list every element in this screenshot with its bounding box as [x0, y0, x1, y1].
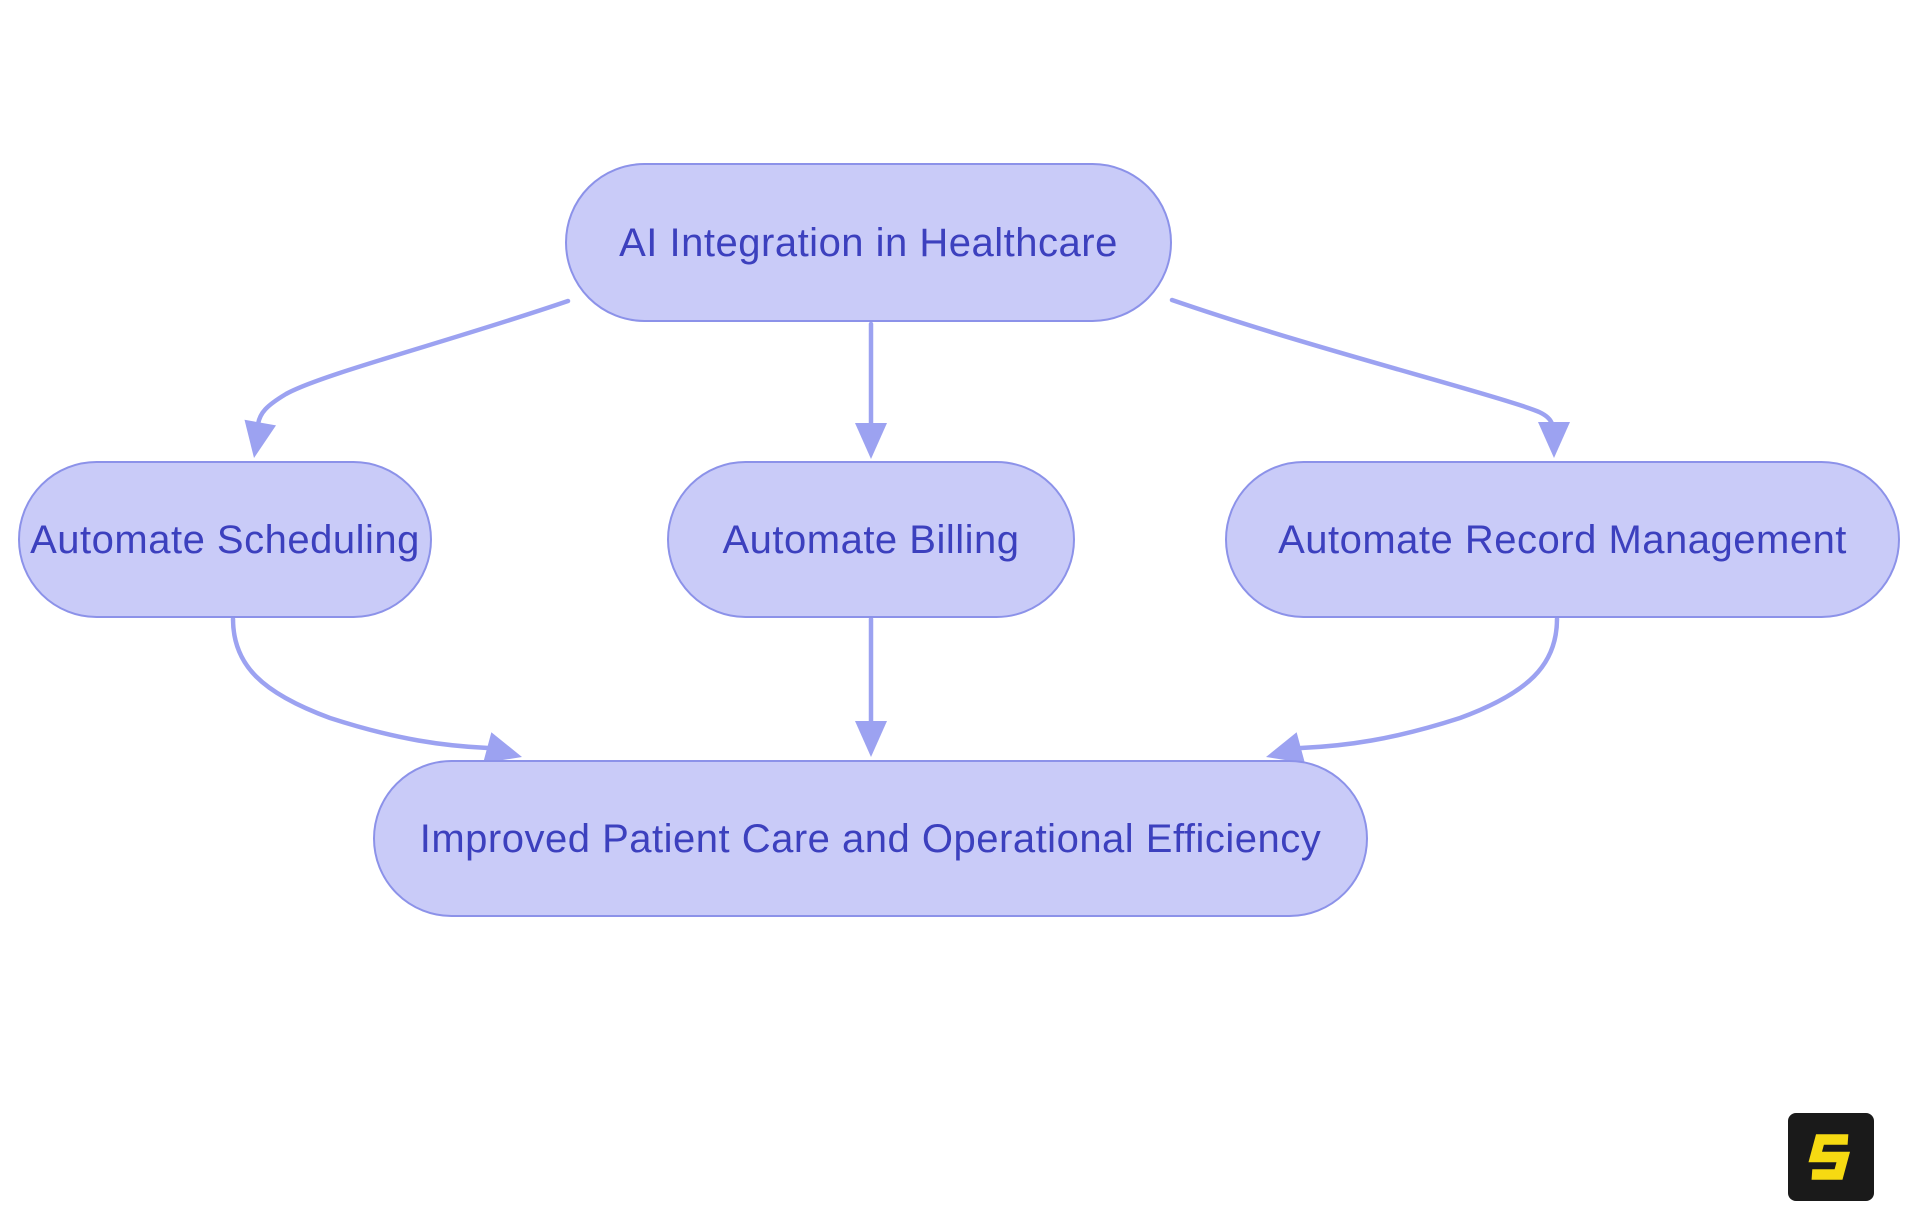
node-improved-patient-care: Improved Patient Care and Operational Ef…	[373, 760, 1368, 917]
edge-ai-to-billing	[855, 321, 887, 459]
node-ai-integration-in-healthcare: AI Integration in Healthcare	[565, 163, 1172, 322]
node-automate-billing: Automate Billing	[667, 461, 1075, 618]
node-automate-record-management: Automate Record Management	[1225, 461, 1900, 618]
edge-ai-to-scheduling	[244, 298, 571, 458]
s-logo-icon	[1808, 1134, 1851, 1180]
edge-records-to-outcome	[1266, 616, 1560, 764]
node-label: Automate Record Management	[1278, 517, 1847, 562]
node-label: Automate Scheduling	[30, 517, 420, 562]
watermark-logo	[1788, 1113, 1874, 1201]
node-label: Automate Billing	[722, 517, 1020, 562]
edge-scheduling-to-outcome	[230, 616, 522, 764]
edge-ai-to-records	[1169, 297, 1570, 458]
node-label: Improved Patient Care and Operational Ef…	[419, 816, 1322, 861]
node-label: AI Integration in Healthcare	[619, 220, 1118, 265]
node-automate-scheduling: Automate Scheduling	[18, 461, 432, 618]
edge-billing-to-outcome	[855, 616, 887, 757]
